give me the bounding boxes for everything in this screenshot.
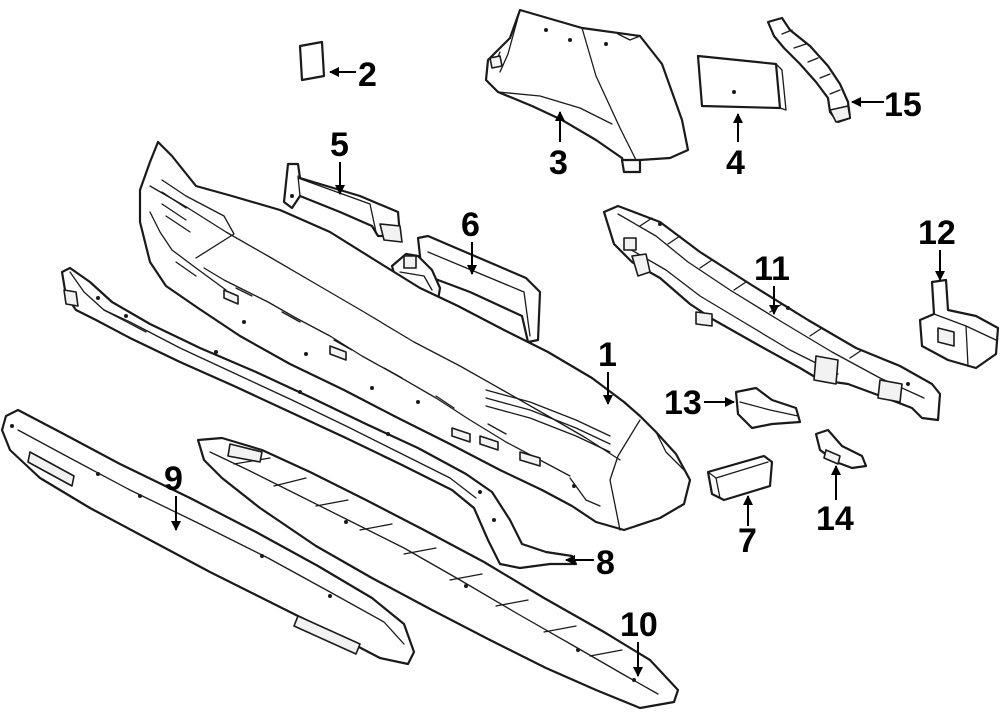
- callout-14: 14: [816, 500, 854, 538]
- callout-labels: 2 3 4 15 5 6 1 12 11 13 14 7 8 9 10: [164, 56, 956, 644]
- callout-2: 2: [358, 56, 377, 94]
- callout-3: 3: [549, 144, 568, 182]
- callout-15: 15: [884, 86, 922, 124]
- part-14-clip: [814, 428, 868, 470]
- part-2-pad: [298, 40, 326, 82]
- part-9-lower-strip: [0, 408, 416, 666]
- part-13-bracket: [734, 386, 802, 430]
- part-5-bracket-bar: [282, 162, 403, 243]
- part-8-trim-strip: [60, 266, 578, 570]
- callout-6: 6: [461, 206, 480, 244]
- callout-11: 11: [754, 250, 790, 288]
- callout-7: 7: [738, 522, 757, 560]
- callout-12: 12: [918, 214, 956, 252]
- callout-8: 8: [596, 544, 615, 582]
- callout-4: 4: [726, 144, 745, 182]
- part-1-bumper-cover: [138, 140, 692, 532]
- callout-13: 13: [664, 384, 702, 422]
- part-3-air-duct: [484, 8, 690, 174]
- part-15-bracket: [766, 16, 852, 124]
- callout-9: 9: [164, 460, 183, 498]
- part-10-skid-plate: [196, 436, 680, 710]
- callout-10: 10: [620, 606, 658, 644]
- part-12-mount-bracket: [918, 278, 1000, 370]
- part-4-plate: [696, 54, 787, 111]
- callout-1: 1: [598, 336, 617, 374]
- part-7-block: [706, 454, 774, 502]
- part-6-bracket: [390, 234, 542, 344]
- part-11-reinforcement-beam: [602, 204, 942, 422]
- callout-5: 5: [330, 126, 349, 164]
- leader-lines: [171, 67, 945, 677]
